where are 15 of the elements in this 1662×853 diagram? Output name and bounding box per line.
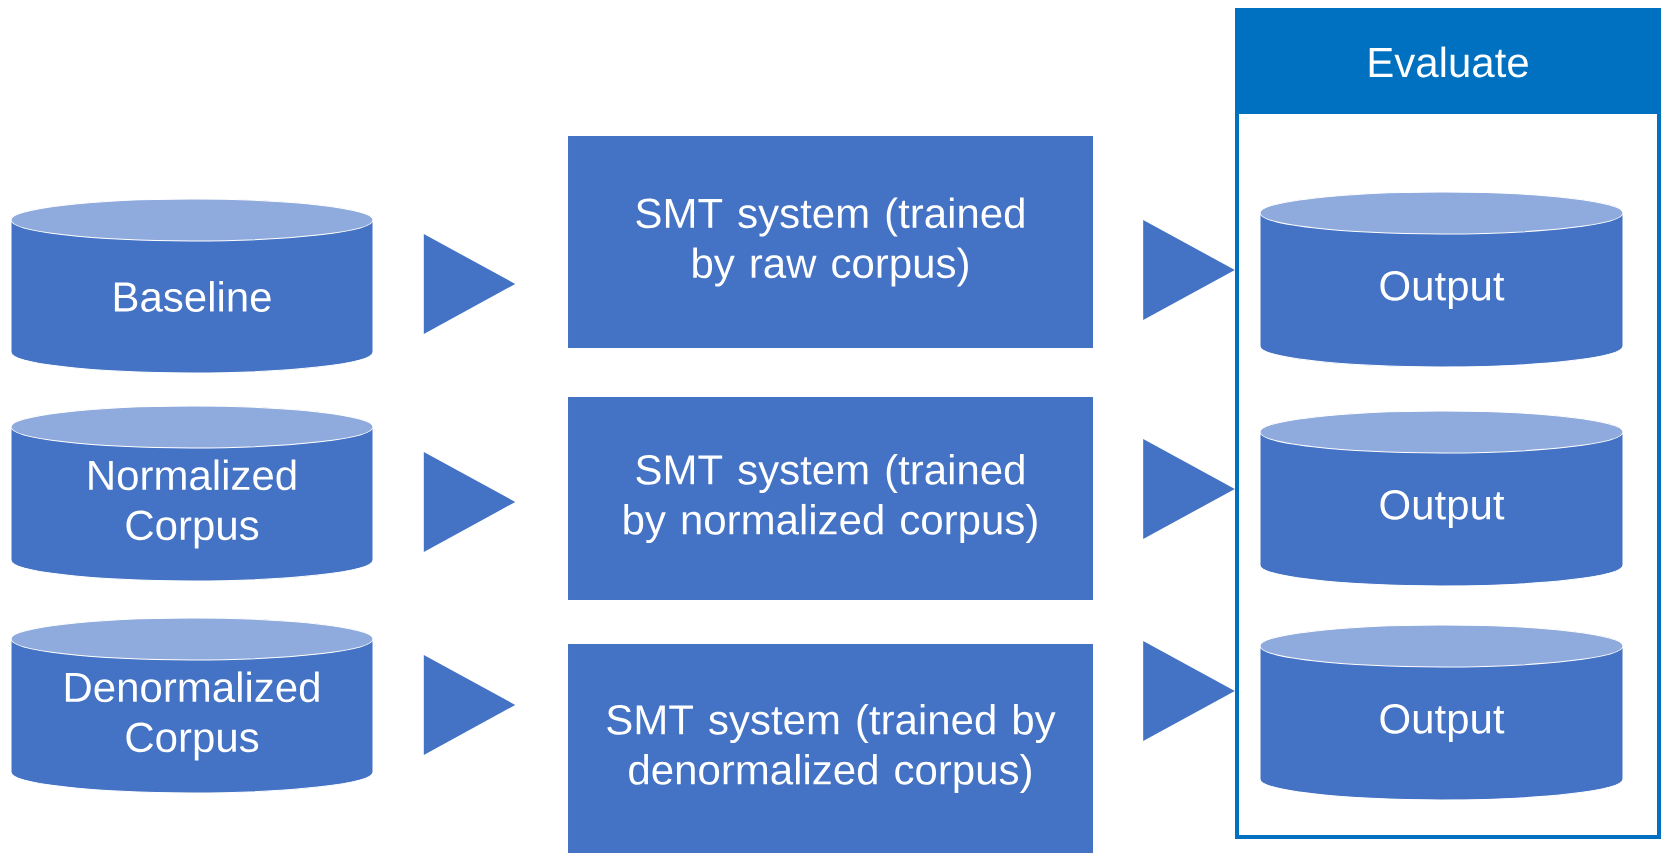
arrow: [1143, 439, 1235, 539]
arrow: [1143, 220, 1235, 320]
database-cylinder: Output: [1259, 191, 1624, 368]
arrow: [423, 452, 516, 552]
database-cylinder: Output: [1259, 410, 1624, 587]
arrow: [1143, 641, 1235, 741]
process-box: SMT system (trained by denormalized corpus): [568, 644, 1093, 853]
database-cylinder: Denormalized Corpus: [10, 617, 374, 794]
database-cylinder: Normalized Corpus: [10, 405, 374, 582]
process-box: SMT system (trained by raw corpus): [568, 136, 1093, 348]
database-cylinder: Output: [1259, 624, 1624, 801]
arrow: [423, 655, 516, 755]
arrow: [423, 234, 516, 334]
process-box: SMT system (trained by normalized corpus): [568, 397, 1093, 600]
database-cylinder: Baseline: [10, 198, 374, 374]
